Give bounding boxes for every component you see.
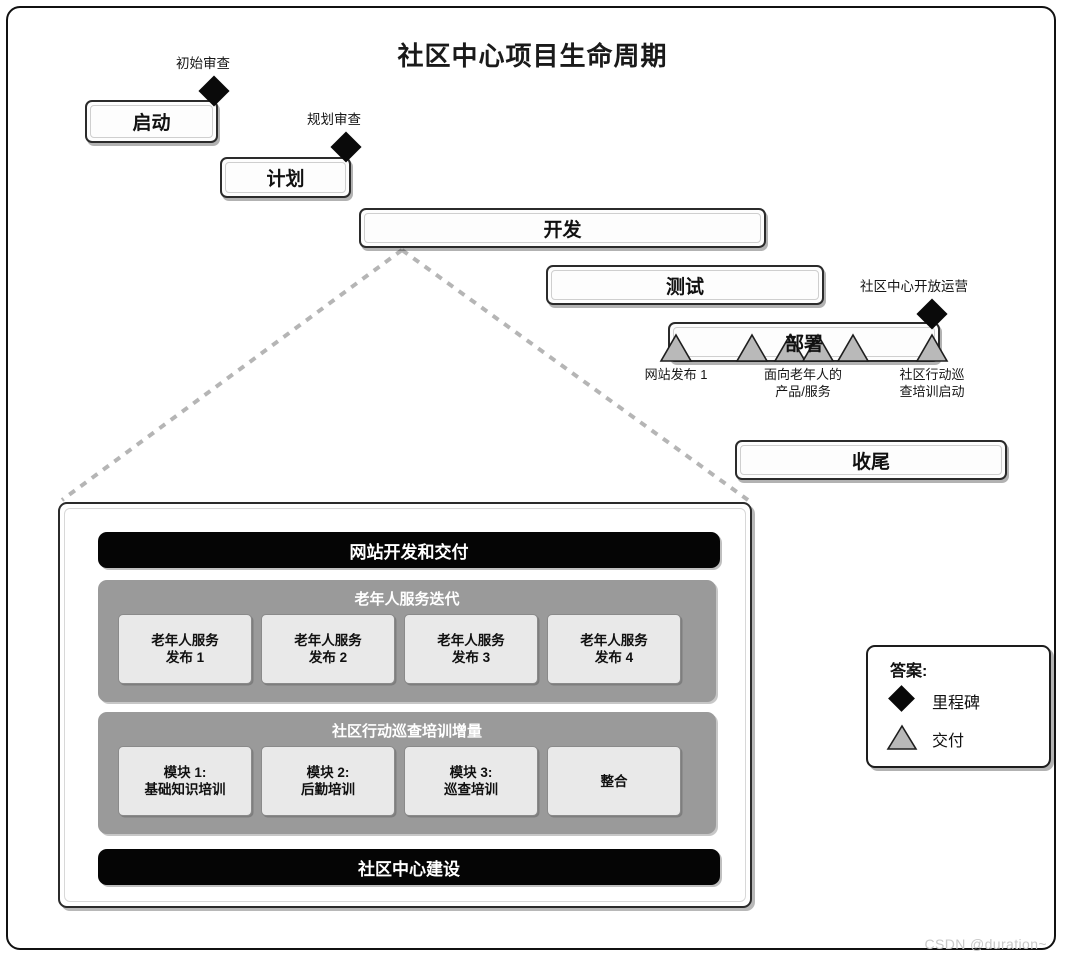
detail-item-module-3[interactable]: 模块 3: 巡查培训 <box>404 746 538 816</box>
detail-item-elderly-release-1[interactable]: 老年人服务 发布 1 <box>118 614 252 684</box>
watermark: CSDN @duration~ <box>924 936 1047 952</box>
detail-item-elderly-release-4[interactable]: 老年人服务 发布 4 <box>547 614 681 684</box>
phase-bar-startup[interactable]: 启动 <box>85 100 218 143</box>
detail-item-elderly-release-3[interactable]: 老年人服务 发布 3 <box>404 614 538 684</box>
phase-label-plan: 计划 <box>266 169 305 190</box>
detail-panel: 网站开发和交付 老年人服务迭代 老年人服务 发布 1 老年人服务 发布 2 老年… <box>58 502 752 908</box>
detail-group-2-title: 社区行动巡查培训增量 <box>331 723 482 740</box>
phase-bar-develop[interactable]: 开发 <box>359 208 766 248</box>
detail-item-module-1[interactable]: 模块 1: 基础知识培训 <box>118 746 252 816</box>
detail-item-integration[interactable]: 整合 <box>547 746 681 816</box>
legend-box: 答案: 里程碑 交付 <box>866 645 1051 768</box>
phase-label-develop: 开发 <box>543 219 582 241</box>
delivery-label-patrol-training: 社区行动巡 查培训启动 <box>899 367 965 399</box>
phase-bar-deploy[interactable]: 部署 <box>668 322 940 362</box>
phase-label-test: 测试 <box>665 276 704 298</box>
delivery-label-elderly-products: 面向老年人的 产品/服务 <box>763 367 842 399</box>
delivery-label-website-release-1: 网站发布 1 <box>644 367 708 382</box>
milestone-label-center-opening: 社区中心开放运营 <box>860 279 968 294</box>
phase-label-closeout: 收尾 <box>851 451 890 473</box>
milestone-label-planning-review: 规划审查 <box>307 112 361 127</box>
legend-triangle-icon <box>886 724 918 750</box>
detail-band-top[interactable]: 网站开发和交付 <box>98 532 720 568</box>
page-title: 社区中心项目生命周期 <box>397 41 668 71</box>
phase-bar-plan[interactable]: 计划 <box>220 157 351 198</box>
detail-item-module-2[interactable]: 模块 2: 后勤培训 <box>261 746 395 816</box>
detail-group-patrol-training: 社区行动巡查培训增量 模块 1: 基础知识培训 模块 2: 后勤培训 模块 3:… <box>98 712 716 834</box>
legend-diamond-icon <box>888 685 915 712</box>
legend-label-milestone: 里程碑 <box>932 695 981 712</box>
detail-band-bottom-label: 社区中心建设 <box>358 859 460 879</box>
legend-label-delivery: 交付 <box>932 733 965 750</box>
legend-title: 答案: <box>890 663 928 680</box>
phase-label-startup: 启动 <box>132 113 171 134</box>
detail-item-elderly-release-2[interactable]: 老年人服务 发布 2 <box>261 614 395 684</box>
detail-band-top-label: 网站开发和交付 <box>349 542 469 562</box>
phase-bar-test[interactable]: 测试 <box>546 265 824 305</box>
detail-group-1-title: 老年人服务迭代 <box>354 591 460 608</box>
phase-bar-closeout[interactable]: 收尾 <box>735 440 1007 480</box>
detail-group-elderly-service: 老年人服务迭代 老年人服务 发布 1 老年人服务 发布 2 老年人服务 发布 3… <box>98 580 716 702</box>
phase-label-deploy: 部署 <box>784 333 823 355</box>
milestone-label-initial-review: 初始审查 <box>176 56 230 71</box>
detail-band-bottom[interactable]: 社区中心建设 <box>98 849 720 885</box>
